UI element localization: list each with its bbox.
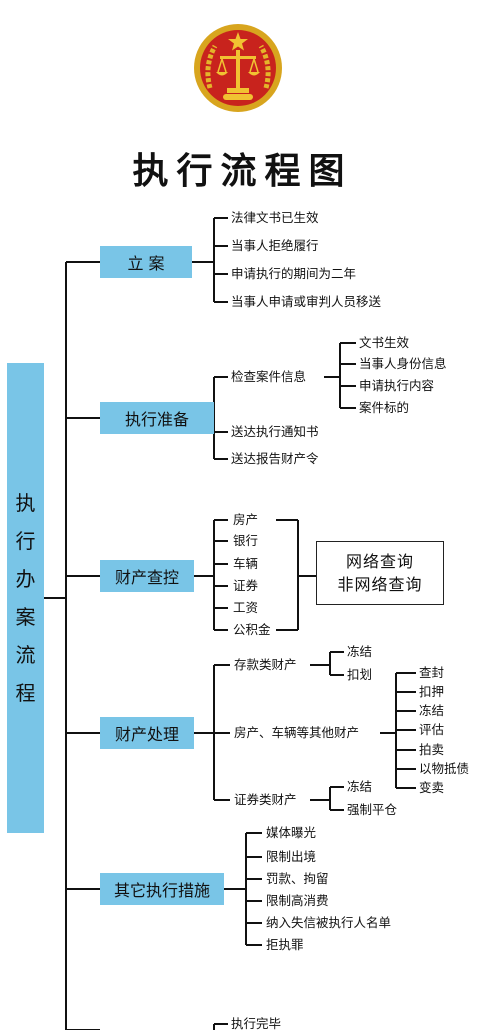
- stage-node: 其它执行措施: [100, 873, 224, 905]
- item-label: 限制出境: [266, 849, 317, 864]
- item-label: 证券: [233, 578, 259, 593]
- item-label: 当事人拒绝履行: [231, 238, 319, 253]
- stage-node: 财产查控: [100, 560, 194, 592]
- item-label: 执行完毕: [231, 1016, 282, 1031]
- item-label: 冻结: [419, 703, 445, 718]
- root-node-char: 办: [15, 567, 36, 591]
- item-label: 申请执行内容: [359, 378, 435, 393]
- item-label: 拒执罪: [266, 937, 304, 952]
- item-label: 以物抵债: [419, 761, 470, 776]
- query-method-network: 网络查询: [345, 552, 414, 571]
- item-label: 扣划: [347, 667, 373, 682]
- diagram-title: 执行流程图: [132, 150, 353, 192]
- item-label: 限制高消费: [266, 893, 329, 908]
- court-emblem: [194, 24, 282, 112]
- root-node-char: 案: [15, 605, 36, 629]
- item-label: 送达报告财产令: [231, 451, 319, 466]
- item-label: 工资: [233, 600, 259, 615]
- item-label: 扣押: [419, 684, 445, 699]
- stage-node: 立 案: [100, 246, 192, 278]
- item-label: 纳入失信被执行人名单: [266, 915, 392, 930]
- item-label: 证券类财产: [234, 792, 297, 807]
- item-label: 送达执行通知书: [231, 424, 319, 439]
- item-label: 公积金: [233, 622, 271, 637]
- item-label: 文书生效: [359, 335, 410, 350]
- item-label: 车辆: [233, 556, 259, 571]
- stage-node: 执行准备: [100, 402, 214, 434]
- root-node-char: 流: [15, 643, 36, 667]
- stage-node: 财产处理: [100, 717, 194, 749]
- item-label: 房产: [233, 512, 259, 527]
- item-label: 案件标的: [359, 400, 410, 415]
- root-node-char: 执: [15, 491, 36, 515]
- item-label: 评估: [419, 722, 445, 737]
- item-label: 法律文书已生效: [231, 210, 319, 225]
- query-method-box: 网络查询 非网络查询: [316, 541, 444, 605]
- item-label: 房产、车辆等其他财产: [234, 725, 360, 740]
- item-label: 强制平仓: [347, 802, 398, 817]
- item-label: 冻结: [347, 644, 373, 659]
- item-label: 申请执行的期间为二年: [231, 266, 357, 281]
- item-label: 媒体曝光: [266, 825, 317, 840]
- root-node: 执行办案流程: [7, 363, 44, 833]
- item-label: 银行: [233, 533, 259, 548]
- item-label: 存款类财产: [234, 657, 297, 672]
- item-label: 查封: [419, 665, 445, 680]
- root-node-char: 程: [15, 681, 36, 705]
- item-label: 拍卖: [419, 742, 445, 757]
- item-label: 检查案件信息: [231, 369, 307, 384]
- item-label: 当事人申请或审判人员移送: [231, 294, 382, 309]
- item-label: 变卖: [419, 780, 445, 795]
- item-label: 当事人身份信息: [359, 356, 447, 371]
- item-label: 冻结: [347, 779, 373, 794]
- root-node-char: 行: [15, 529, 36, 553]
- item-label: 罚款、拘留: [266, 871, 329, 886]
- query-method-offline: 非网络查询: [337, 575, 423, 594]
